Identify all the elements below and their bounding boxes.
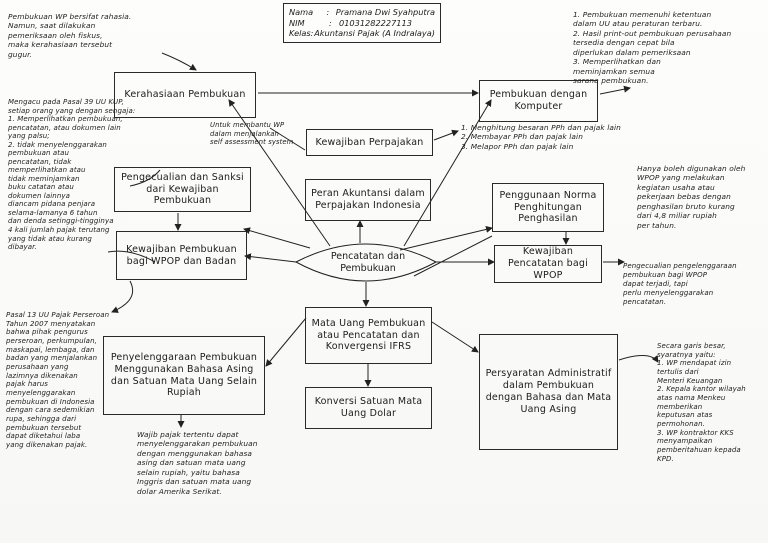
class-value: Akuntansi Pajak (A Indralaya) [314,28,435,39]
note-pasal39: Mengacu pada Pasal 39 UU KUP,setiap oran… [8,98,136,252]
box-bahasa-asing: Penyelenggaraan Pembukuan Menggunakan Ba… [103,336,265,415]
note-komputer: 1. Pembukuan memenuhi ketentuan dalam UU… [573,10,732,86]
box-kewajiban-perpajakan: Kewajiban Perpajakan [306,129,433,156]
student-info: Nama:Pramana Dwi Syahputra NIM:010312822… [283,3,441,43]
nim-label: NIM [289,17,305,28]
box-peran-akuntansi: Peran Akuntansi dalam Perpajakan Indones… [305,179,431,221]
note-kerahasiaan: Pembukuan WP bersifat rahasia.Namun, saa… [8,12,132,59]
box-mata-uang: Mata Uang Pembukuan atau Pencatatan dan … [305,307,432,364]
note-kewajiban-perpajakan: 1. Menghitung besaran PPh dan pajak lain… [461,123,621,151]
box-pengecualian-sanksi: Pengecualian dan Sanksi dari Kewajiban P… [114,167,251,212]
box-komputer: Pembukuan dengan Komputer [479,80,598,122]
center-topic: Pencatatan dan Pembukuan [330,250,406,274]
box-kewajiban-pembukuan: Kewajiban Pembukuan bagi WPOP dan Badan [116,231,247,280]
nim-value: 01031282227113 [339,17,412,28]
name-label: Nama [289,7,314,17]
box-norma: Penggunaan Norma Penghitungan Penghasila… [492,183,604,232]
note-persyaratan: Secara garis besar,syaratnya yaitu:1. WP… [657,342,746,463]
box-kewajiban-pencatatan: Kewajiban Pencatatan bagi WPOP [494,245,602,283]
box-kerahasiaan: Kerahasiaan Pembukuan [114,72,256,118]
box-persyaratan: Persyaratan Administratif dalam Pembukua… [479,334,618,450]
name-value: Pramana Dwi Syahputra [335,7,435,17]
box-konversi: Konversi Satuan Mata Uang Dolar [305,387,432,429]
class-label: Kelas [289,28,311,39]
